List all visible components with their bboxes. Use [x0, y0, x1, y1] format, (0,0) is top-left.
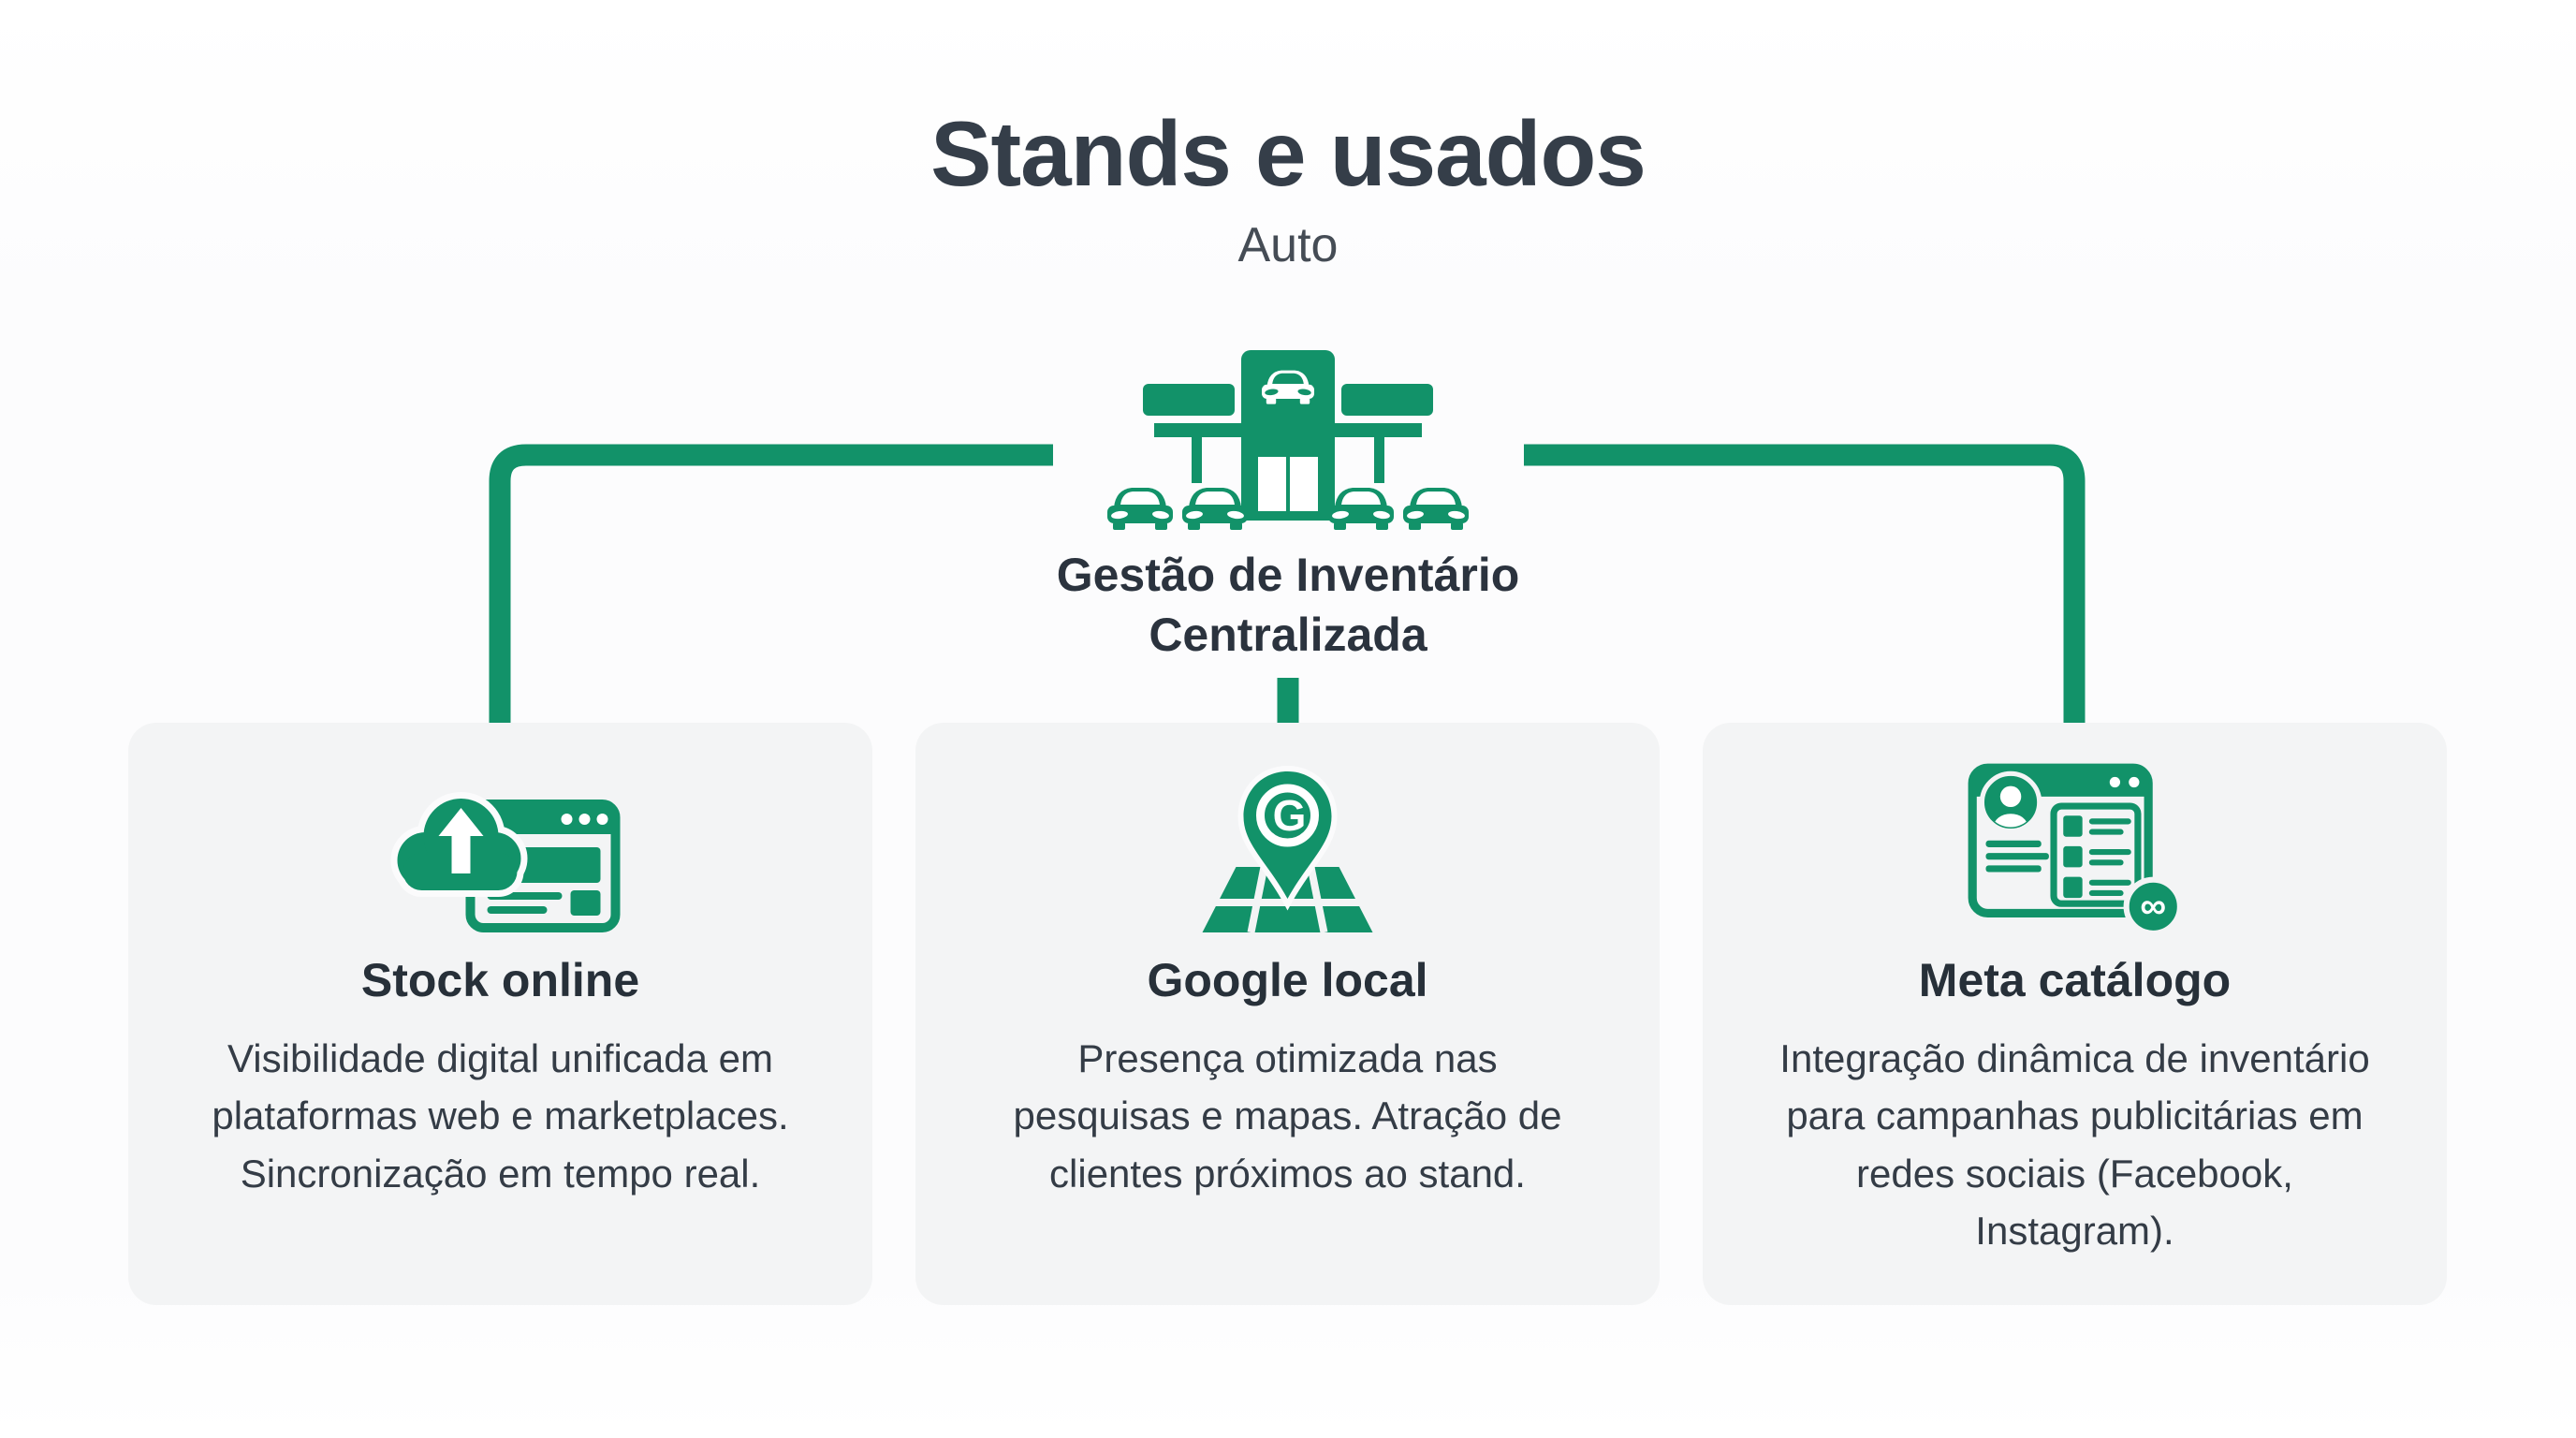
card-description: Integração dinâmica de inventário para c… — [1779, 1036, 2370, 1253]
card-title: Stock online — [360, 954, 640, 1006]
center-node-label: Gestão de Inventário Centralizada — [1056, 549, 1520, 661]
google-letter-glyph: G — [1273, 791, 1307, 840]
cloud-upload-website-icon — [376, 760, 624, 938]
car-dealership-icon — [1107, 350, 1469, 530]
meta-infinity-glyph: ∞ — [2140, 887, 2166, 927]
card-stock-online: Stock online Visibilidade digital unific… — [128, 723, 872, 1305]
card-google-local: G Google local Presença otimizada nas pe… — [915, 723, 1660, 1305]
card-description: Visibilidade digital unificada em plataf… — [212, 1036, 789, 1196]
card-title: Google local — [1147, 954, 1428, 1006]
card-description: Presença otimizada nas pesquisas e mapas… — [1013, 1036, 1562, 1196]
meta-catalog-icon: ∞ — [1965, 760, 2185, 938]
page-title: Stands e usados — [930, 102, 1647, 205]
card-title: Meta catálogo — [1918, 954, 2232, 1006]
card-meta-catalogo: ∞ Meta catálogo Integração dinâmica de i… — [1703, 723, 2447, 1305]
page-subtitle: Auto — [1237, 218, 1339, 272]
google-maps-pin-icon: G — [1187, 760, 1388, 938]
